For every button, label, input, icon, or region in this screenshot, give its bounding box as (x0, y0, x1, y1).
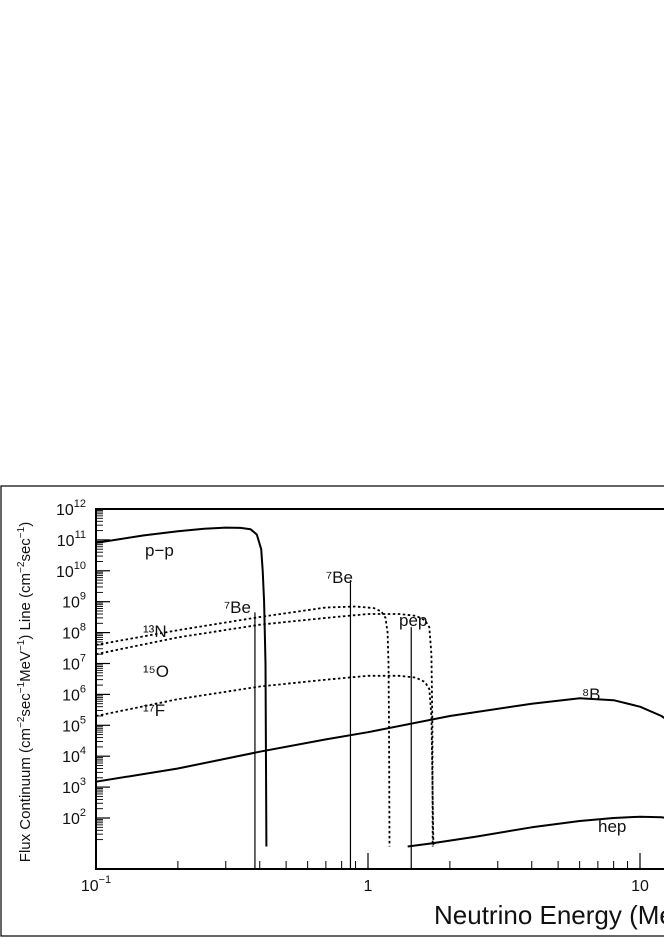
label-be7-high: ⁷Be (326, 568, 353, 587)
x-tick-label: 10−1 (81, 874, 111, 895)
curve-labels-layer: p−p ⁷Be ⁷Be pep ¹³N ¹⁵O ¹⁷F ⁸B hep (143, 541, 626, 836)
y-tick-label: 108 (62, 622, 86, 643)
x-tick-label: 1 (364, 878, 373, 895)
x-axis-ticks: 10−1 1 10 (81, 853, 649, 895)
label-o15: ¹⁵O (143, 662, 169, 681)
x-tick-label: 10 (631, 878, 649, 895)
series-curve-1 (95, 605, 391, 847)
series-layer (95, 526, 664, 848)
y-tick-label: 109 (62, 591, 86, 612)
label-hep: hep (598, 817, 626, 836)
y-axis-ticks: 1012 1011 1010 109 108 107 106 105 104 103 102 (56, 498, 110, 841)
y-tick-label: 1012 (56, 498, 86, 519)
y-tick-label: 104 (62, 745, 86, 766)
y-tick-label: 107 (62, 653, 86, 674)
label-be7-low: ⁷Be (224, 598, 251, 617)
series-curve-0 (95, 526, 268, 847)
label-b8: ⁸B (582, 685, 601, 704)
y-tick-label: 103 (62, 776, 86, 797)
label-f17: ¹⁷F (143, 701, 165, 720)
label-pep: pep (399, 611, 427, 630)
x-axis-title: Neutrino Energy (MeV) (434, 900, 664, 930)
y-tick-label: 102 (62, 807, 86, 828)
label-pp: p−p (145, 541, 174, 560)
y-tick-label: 1010 (56, 560, 86, 581)
series-curve-4 (95, 697, 664, 783)
series-curve-5 (407, 815, 664, 848)
y-tick-label: 1011 (57, 529, 86, 550)
label-n13: ¹³N (143, 622, 167, 641)
line-sources-layer (254, 580, 412, 869)
y-tick-label: 106 (62, 683, 86, 704)
series-curve-2 (95, 613, 434, 847)
y-axis-title: Flux Continuum (cm−2sec−1MeV−1) Line (cm… (16, 522, 34, 862)
figure-border (0, 485, 664, 937)
y-tick-label: 105 (62, 714, 86, 735)
plot-frame (95, 508, 664, 870)
